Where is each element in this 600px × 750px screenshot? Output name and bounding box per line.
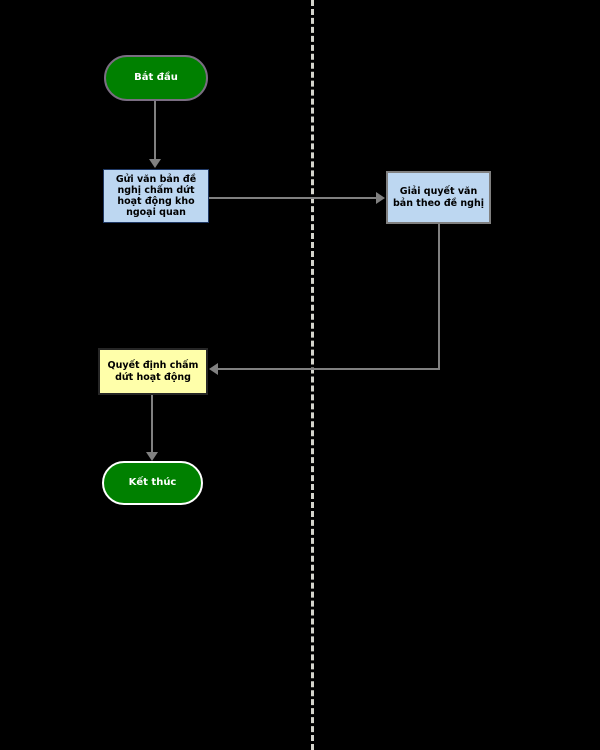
connector-resolve-left-segment (218, 368, 440, 370)
arrowhead-down-send-request (149, 159, 161, 168)
arrowhead-left-termination-decision (209, 363, 218, 375)
node-end[interactable]: Kết thúc (102, 461, 203, 505)
node-resolve-document-label: Giải quyết văn bản theo đề nghị (393, 186, 484, 209)
arrowhead-down-end (146, 452, 158, 461)
connector-decision-to-end (151, 395, 153, 453)
connector-resolve-down-segment (438, 224, 440, 369)
node-send-request-label: Gửi văn bản đề nghị chấm dứt hoạt động k… (115, 173, 197, 219)
node-start[interactable]: Bắt đầu (104, 55, 208, 101)
node-termination-decision[interactable]: Quyết định chấm dứt hoạt động (98, 348, 208, 395)
node-start-label: Bắt đầu (134, 72, 178, 84)
node-send-request[interactable]: Gửi văn bản đề nghị chấm dứt hoạt động k… (103, 169, 209, 223)
swimlane-divider (311, 0, 314, 750)
connector-start-to-send-request (154, 100, 156, 160)
node-resolve-document[interactable]: Giải quyết văn bản theo đề nghị (386, 171, 491, 224)
node-termination-decision-label: Quyết định chấm dứt hoạt động (107, 360, 199, 383)
node-end-label: Kết thúc (128, 477, 177, 489)
connector-send-request-to-resolve (209, 197, 377, 199)
arrowhead-right-resolve-document (376, 192, 385, 204)
